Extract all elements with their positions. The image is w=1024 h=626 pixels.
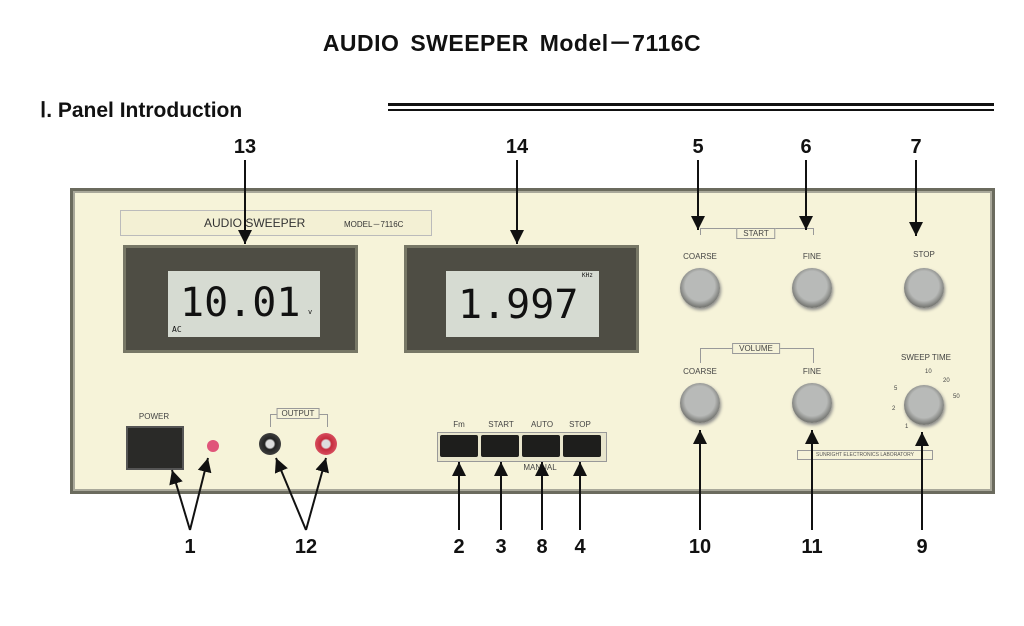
fm-label: Fm: [453, 420, 465, 429]
nameplate-model: MODEL－7116C: [344, 220, 404, 229]
start-group-label: START: [736, 228, 776, 239]
heading-rule: [388, 103, 994, 111]
frequency-value: 1.997: [458, 282, 579, 328]
voltage-display: 10.01 v AC: [168, 271, 320, 337]
volume-fine-label: FINE: [802, 367, 822, 376]
callout-4: 4: [574, 536, 586, 558]
auto-button-label: AUTO: [530, 420, 554, 429]
volume-group-label: VOLUME: [732, 343, 780, 354]
stop-label: STOP: [913, 250, 935, 259]
voltage-unit: v: [308, 308, 313, 316]
sweep-tick: 5: [894, 386, 898, 392]
callout-13: 13: [233, 136, 257, 158]
callout-2: 2: [453, 536, 465, 558]
company-label: SUNRIGHT ELECTRONICS LABORATORY: [797, 450, 933, 460]
callout-6: 6: [800, 136, 812, 158]
sweep-time-label: SWEEP TIME: [901, 353, 951, 362]
start-coarse-knob[interactable]: [680, 268, 720, 308]
callout-9: 9: [916, 536, 928, 558]
callout-5: 5: [692, 136, 704, 158]
sweep-time-knob[interactable]: [904, 385, 944, 425]
start-button-label: START: [488, 420, 514, 429]
output-label: OUTPUT: [276, 408, 320, 419]
document-title: AUDIO SWEEPER Model－7116C: [322, 30, 702, 56]
start-fine-knob[interactable]: [792, 268, 832, 308]
callout-1: 1: [184, 536, 196, 558]
stop-knob[interactable]: [904, 268, 944, 308]
callout-7: 7: [910, 136, 922, 158]
section-heading: Ⅰ. Panel Introduction: [40, 99, 243, 122]
power-indicator-led: [207, 440, 219, 452]
stop-button-label: STOP: [569, 420, 591, 429]
callout-11: 11: [801, 536, 823, 558]
callout-10: 10: [688, 536, 712, 558]
nameplate: [120, 210, 432, 236]
start-fine-label: FINE: [802, 252, 822, 261]
volume-fine-knob[interactable]: [792, 383, 832, 423]
callout-12: 12: [294, 536, 318, 558]
voltage-value: 10.01: [180, 280, 301, 326]
output-terminal-black[interactable]: [259, 433, 281, 455]
stop-button[interactable]: [563, 435, 601, 457]
auto-button[interactable]: [522, 435, 560, 457]
volume-coarse-label: COARSE: [683, 367, 717, 376]
sweep-tick: 1: [905, 424, 909, 430]
nameplate-name: AUDIO SWEEPER: [204, 216, 306, 230]
volume-coarse-knob[interactable]: [680, 383, 720, 423]
output-terminal-red[interactable]: [315, 433, 337, 455]
frequency-display: 1.997 KHz: [446, 271, 599, 337]
sweep-tick: 50: [953, 394, 960, 400]
start-button[interactable]: [481, 435, 519, 457]
callout-14: 14: [505, 136, 529, 158]
power-switch[interactable]: [126, 426, 184, 470]
frequency-unit: KHz: [582, 272, 593, 279]
sweep-tick: 20: [943, 378, 950, 384]
sweep-tick: 10: [925, 369, 932, 375]
power-label: POWER: [138, 412, 170, 421]
start-coarse-label: COARSE: [683, 252, 717, 261]
fm-button[interactable]: [440, 435, 478, 457]
callout-3: 3: [495, 536, 507, 558]
sweep-tick: 2: [892, 406, 896, 412]
callout-8: 8: [536, 536, 548, 558]
voltage-mode: AC: [172, 325, 182, 334]
